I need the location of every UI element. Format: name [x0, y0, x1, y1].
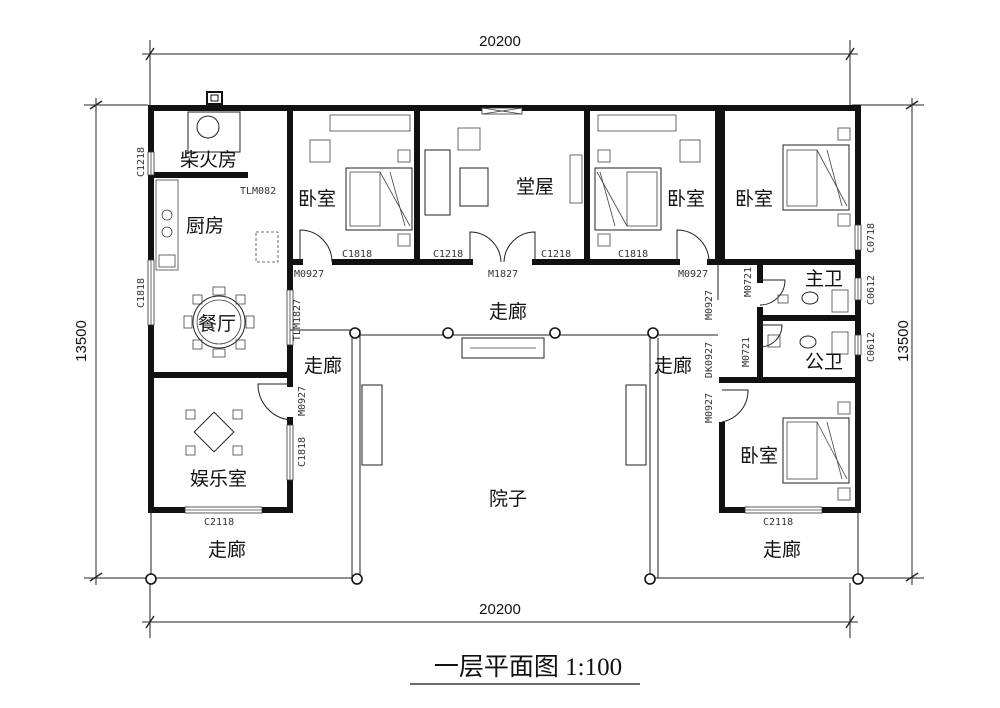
code-c1218-hall-right: C1218	[541, 249, 571, 260]
code-c2118-left: C2118	[204, 517, 234, 528]
code-c1818-bed2: C1818	[618, 249, 648, 260]
code-c0718: C0718	[866, 223, 877, 253]
code-m0927-bed3: M0927	[704, 393, 715, 423]
room-label-corridor-bottom-right: 走廊	[763, 539, 801, 561]
room-label-bedroom-2: 卧室	[667, 188, 705, 210]
room-label-courtyard: 院子	[489, 488, 527, 510]
toilet-icon	[767, 331, 849, 355]
code-c1818-bed1: C1818	[342, 249, 372, 260]
room-label-public-bath: 公卫	[805, 351, 843, 373]
code-m0927-bed1: M0927	[294, 269, 324, 280]
code-tlm082: TLM082	[240, 186, 276, 197]
dining-table-icon	[183, 286, 255, 358]
wardrobe-icon	[329, 114, 411, 132]
code-m0927-right: M0927	[704, 290, 715, 320]
room-label-corridor-right: 走廊	[654, 355, 692, 377]
bed-icon	[782, 127, 851, 227]
room-label-corridor-top: 走廊	[489, 301, 527, 323]
plan-title: 一层平面图 1:100	[434, 654, 622, 681]
columns	[145, 327, 864, 585]
room-label-dining: 餐厅	[198, 313, 236, 335]
room-label-kitchen: 厨房	[186, 215, 224, 237]
code-m0927-ent: M0927	[297, 386, 308, 416]
dim-right-label: 13500	[895, 320, 912, 362]
code-c1818-kitchen: C1818	[136, 278, 147, 308]
code-c1218-hall-left: C1218	[433, 249, 463, 260]
room-label-master-bath: 主卫	[805, 268, 843, 290]
kitchen-counter-icon	[155, 179, 279, 271]
code-c0612-public: C0612	[866, 332, 877, 362]
room-label-bedroom-1: 卧室	[298, 188, 336, 210]
dim-bottom-label: 20200	[479, 601, 521, 618]
game-table-icon	[185, 409, 243, 456]
code-tlm1827: TLM1827	[292, 299, 303, 341]
chimney-icon	[206, 91, 223, 105]
code-c0612-master: C0612	[866, 275, 877, 305]
room-label-hall: 堂屋	[516, 176, 554, 198]
room-label-entertainment: 娱乐室	[190, 468, 247, 490]
dim-left-label: 13500	[73, 320, 90, 362]
toilet-icon	[777, 289, 849, 313]
code-dk0927: DK0927	[704, 342, 715, 378]
desk-icon	[679, 139, 701, 163]
bed-icon	[782, 401, 851, 501]
stove-icon	[187, 111, 241, 153]
code-c2118-right: C2118	[763, 517, 793, 528]
sofa-icon	[424, 127, 583, 216]
room-label-master-bedroom: 卧室	[735, 188, 773, 210]
code-c1818-ent: C1818	[297, 437, 308, 467]
windows	[147, 107, 862, 514]
desk-icon	[309, 139, 331, 163]
code-m1827: M1827	[488, 269, 518, 280]
code-m0721: M0721	[743, 267, 754, 297]
room-label-corridor-bottom-left: 走廊	[208, 539, 246, 561]
room-label-bedroom-3: 卧室	[740, 445, 778, 467]
code-c1218-woodshed: C1218	[136, 147, 147, 177]
courtyard-outline	[150, 329, 859, 579]
wardrobe-icon	[597, 114, 677, 132]
dim-top-label: 20200	[479, 33, 521, 50]
code-m0927-bed2: M0927	[678, 269, 708, 280]
code-m0721-public: M0721	[741, 337, 752, 367]
room-label-corridor-left: 走廊	[304, 355, 342, 377]
doors	[257, 229, 786, 423]
room-label-woodshed: 柴火房	[180, 149, 237, 171]
dimension-lines	[84, 40, 924, 638]
bed-icon	[345, 149, 413, 247]
bed-icon	[594, 149, 662, 247]
